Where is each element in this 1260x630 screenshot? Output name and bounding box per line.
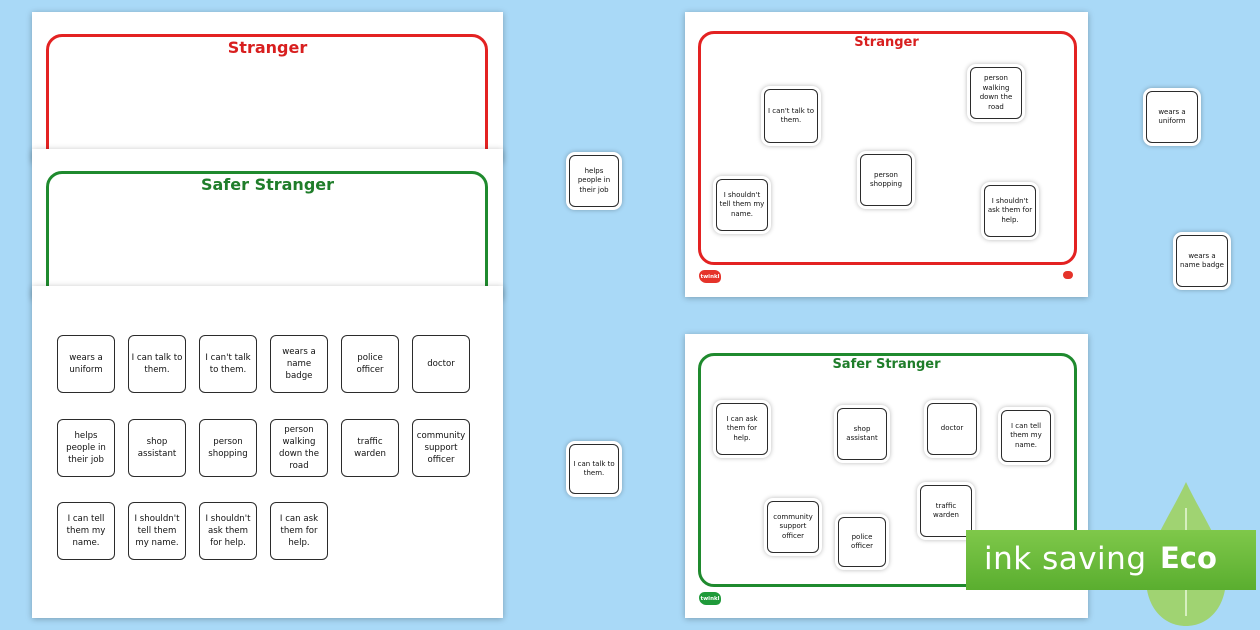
sort-card[interactable]: community support officer [412, 419, 470, 477]
placed-card[interactable]: I can tell them my name. [1001, 410, 1051, 462]
ink-saving-label: ink saving [984, 541, 1147, 577]
loose-card[interactable]: wears a uniform [1146, 91, 1198, 143]
card-cutout-sheet: wears a uniform I can talk to them. I ca… [32, 286, 503, 618]
sort-card[interactable]: person walking down the road [270, 419, 328, 477]
safer-stranger-sorting-sheet: Safer Stranger I can ask them for help. … [685, 334, 1088, 618]
stranger-sorting-sheet: Stranger I can't talk to them. person wa… [685, 12, 1088, 297]
safer-stranger-sorting-title: Safer Stranger [832, 357, 941, 372]
loose-card[interactable]: helps people in their job [569, 155, 619, 207]
placed-card[interactable]: police officer [838, 517, 886, 567]
sort-card[interactable]: I shouldn't tell them my name. [128, 502, 186, 560]
placed-card[interactable]: traffic warden [920, 485, 972, 537]
stranger-title: Stranger [227, 38, 308, 57]
safer-stranger-sorting-frame [698, 353, 1077, 587]
sort-card[interactable]: I can tell them my name. [57, 502, 115, 560]
sort-card[interactable]: wears a uniform [57, 335, 115, 393]
sort-card[interactable]: I shouldn't ask them for help. [199, 502, 257, 560]
sort-card[interactable]: I can ask them for help. [270, 502, 328, 560]
placed-card[interactable]: shop assistant [837, 408, 887, 460]
safer-stranger-title: Safer Stranger [200, 175, 335, 194]
placed-card[interactable]: I can't talk to them. [764, 89, 818, 143]
sort-card[interactable]: traffic warden [341, 419, 399, 477]
twinkl-logo: twinkl [699, 592, 721, 605]
sort-card[interactable]: shop assistant [128, 419, 186, 477]
sort-card[interactable]: I can't talk to them. [199, 335, 257, 393]
sort-card[interactable]: I can talk to them. [128, 335, 186, 393]
sort-card[interactable]: helps people in their job [57, 419, 115, 477]
sort-card[interactable]: doctor [412, 335, 470, 393]
loose-card[interactable]: I can talk to them. [569, 444, 619, 494]
twinkl-mini-logo [1063, 271, 1073, 279]
ink-saving-badge: ink saving Eco [964, 478, 1260, 630]
safer-stranger-sheet-preview: Safer Stranger [32, 149, 503, 317]
placed-card[interactable]: person shopping [860, 154, 912, 206]
stranger-sheet-preview: Stranger [32, 12, 503, 180]
placed-card[interactable]: I shouldn't tell them my name. [716, 179, 768, 231]
eco-label: Eco [1160, 541, 1217, 575]
stranger-sorting-title: Stranger [854, 35, 919, 50]
placed-card[interactable]: person walking down the road [970, 67, 1022, 119]
twinkl-logo: twinkl [699, 270, 721, 283]
sort-card[interactable]: person shopping [199, 419, 257, 477]
placed-card[interactable]: doctor [927, 403, 977, 455]
placed-card[interactable]: community support officer [767, 501, 819, 553]
sort-card[interactable]: wears a name badge [270, 335, 328, 393]
loose-card[interactable]: wears a name badge [1176, 235, 1228, 287]
eco-band [966, 530, 1256, 590]
placed-card[interactable]: I can ask them for help. [716, 403, 768, 455]
stranger-sorting-frame [698, 31, 1077, 265]
sort-card[interactable]: police officer [341, 335, 399, 393]
placed-card[interactable]: I shouldn't ask them for help. [984, 185, 1036, 237]
